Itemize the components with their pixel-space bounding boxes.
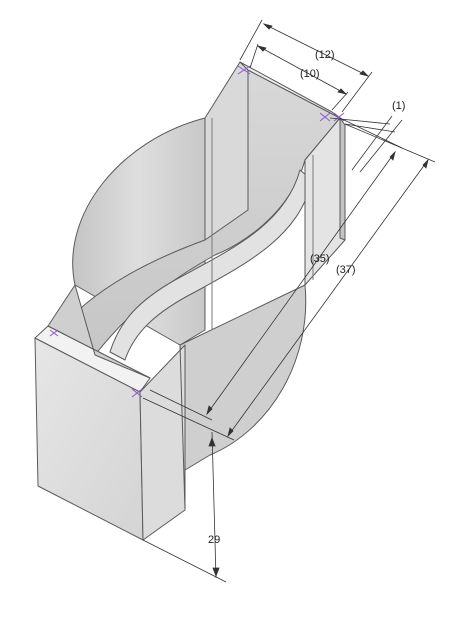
inner-curved-wall <box>109 169 313 361</box>
dim-wall-thickness <box>329 115 403 173</box>
lower-inner-wall <box>47 284 151 379</box>
dim-outer-length <box>142 123 436 441</box>
vertex-marker-top <box>237 65 251 75</box>
part-body <box>34 61 346 541</box>
vertex-marker-front <box>131 388 143 398</box>
dim-label-outer-width: (12) <box>315 49 335 61</box>
curved-outer-wall-lower <box>179 284 307 471</box>
side-block-face <box>139 344 186 541</box>
right-column-side <box>339 117 346 241</box>
dimension-labels: (12) (10) (1) (35) (37) 29 <box>208 49 405 546</box>
vertex-marker-left <box>49 329 59 337</box>
dimensions <box>142 19 436 583</box>
dim-height <box>142 431 227 583</box>
dim-label-outer-length: (37) <box>336 264 356 276</box>
vertex-marker-right <box>319 112 345 122</box>
dim-label-height: 29 <box>208 534 220 546</box>
dim-label-inner-length: (35) <box>310 253 330 265</box>
vertex-markers <box>49 65 345 398</box>
dim-label-inner-width: (10) <box>300 68 320 80</box>
dim-outer-width <box>239 19 373 113</box>
dim-label-wall-thickness: (1) <box>392 100 405 112</box>
dim-inner-width <box>249 43 349 111</box>
dim-inner-length <box>149 117 403 421</box>
